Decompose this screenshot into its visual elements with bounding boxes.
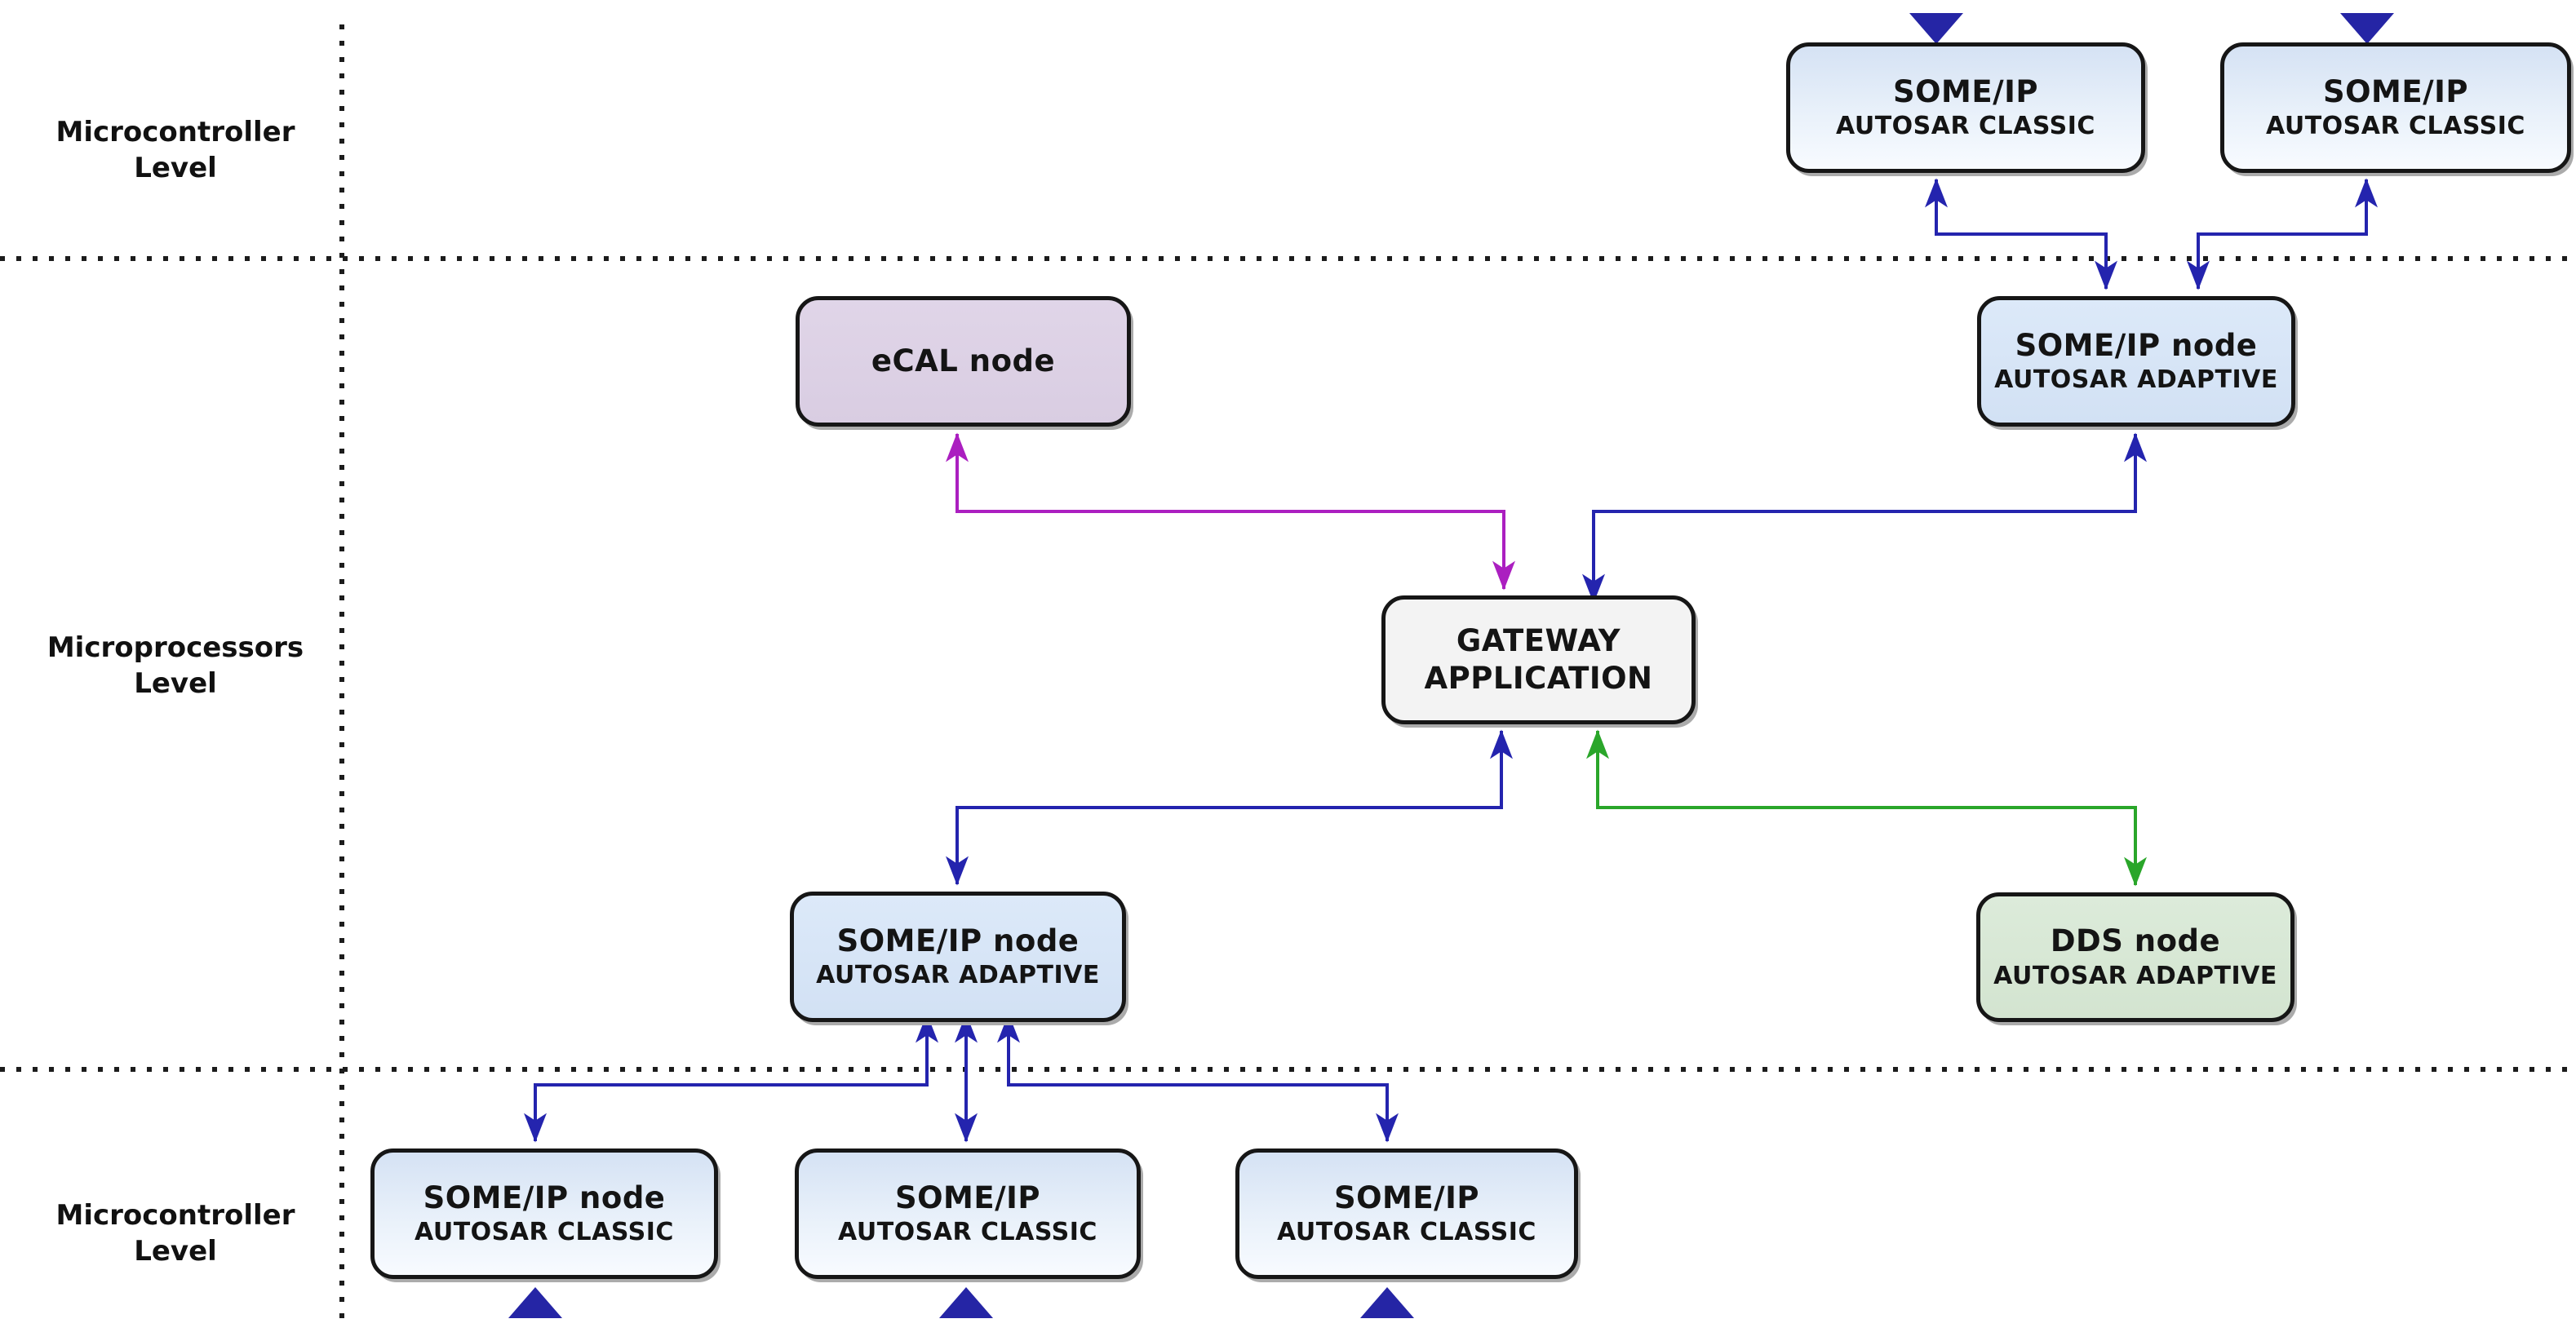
node-dds-title: DDS node [2050,923,2221,959]
level-microcontroller-top-line-1: Microcontroller [55,116,295,148]
triangle-connector-down-1-icon [1909,13,1963,44]
node-someip-adaptive-right-subtitle: AUTOSAR ADAPTIVE [1994,365,2278,395]
level-microcontroller-bottom-line-1: Microcontroller [55,1199,295,1232]
edge-gateway-dds [1586,729,2147,887]
node-someip-classic-top-1-subtitle: AUTOSAR CLASSIC [1836,112,2095,141]
edge-adaptive-right-classic-1 [1925,178,2117,290]
level-separator-vertical [339,24,344,1321]
triangle-connector-up-3-icon [1360,1287,1414,1318]
edge-gateway-adaptive-left [946,729,1513,886]
node-someip-classic-top-2-title: SOME/IP [2322,73,2469,109]
triangle-connector-up-1-icon [508,1287,562,1318]
level-microcontroller-bottom-line-2: Level [134,1235,217,1268]
level-separator-horizontal-1 [0,256,2576,261]
triangle-connector-up-2-icon [939,1287,993,1318]
node-someip-classic-top-2-subtitle: AUTOSAR CLASSIC [2266,112,2525,141]
node-someip-classic-top-1-title: SOME/IP [1892,73,2039,109]
edge-adaptive-right-classic-2 [2187,178,2378,290]
node-gateway-application-subtitle: APPLICATION [1424,660,1653,696]
node-someip-adaptive-right-title: SOME/IP node [2015,327,2258,363]
edge-adaptive-left-classic-1 [524,1013,938,1143]
edge-ecal-gateway [946,432,1515,591]
edge-adaptive-left-classic-3 [997,1013,1399,1143]
node-dds-subtitle: AUTOSAR ADAPTIVE [1993,961,2277,990]
node-ecal: eCAL node [796,296,1131,427]
node-someip-classic-bottom-2: SOME/IP AUTOSAR CLASSIC [795,1148,1141,1279]
node-someip-classic-bottom-3-title: SOME/IP [1333,1179,1480,1215]
node-someip-adaptive-left-title: SOME/IP node [836,923,1080,958]
node-gateway-application-title: GATEWAY [1456,622,1621,658]
node-someip-adaptive-left-subtitle: AUTOSAR ADAPTIVE [816,961,1100,990]
level-microprocessors-line-2: Level [134,667,217,701]
node-someip-classic-bottom-1-title: SOME/IP node [423,1179,666,1215]
level-microcontroller-top-line-2: Level [134,152,217,185]
node-someip-classic-top-1: SOME/IP AUTOSAR CLASSIC [1786,42,2145,173]
node-someip-classic-bottom-3: SOME/IP AUTOSAR CLASSIC [1235,1148,1578,1279]
node-someip-classic-bottom-2-title: SOME/IP [894,1179,1041,1215]
node-ecal-title: eCAL node [871,343,1056,378]
node-someip-classic-bottom-1-subtitle: AUTOSAR CLASSIC [415,1218,674,1247]
edge-gateway-adaptive-right [1582,432,2147,604]
node-someip-classic-bottom-2-subtitle: AUTOSAR CLASSIC [838,1218,1097,1247]
node-someip-classic-top-2: SOME/IP AUTOSAR CLASSIC [2220,42,2571,173]
level-microprocessors-line-1: Microprocessors [47,631,304,664]
node-someip-classic-bottom-3-subtitle: AUTOSAR CLASSIC [1277,1218,1536,1247]
triangle-connector-down-2-icon [2340,13,2394,44]
